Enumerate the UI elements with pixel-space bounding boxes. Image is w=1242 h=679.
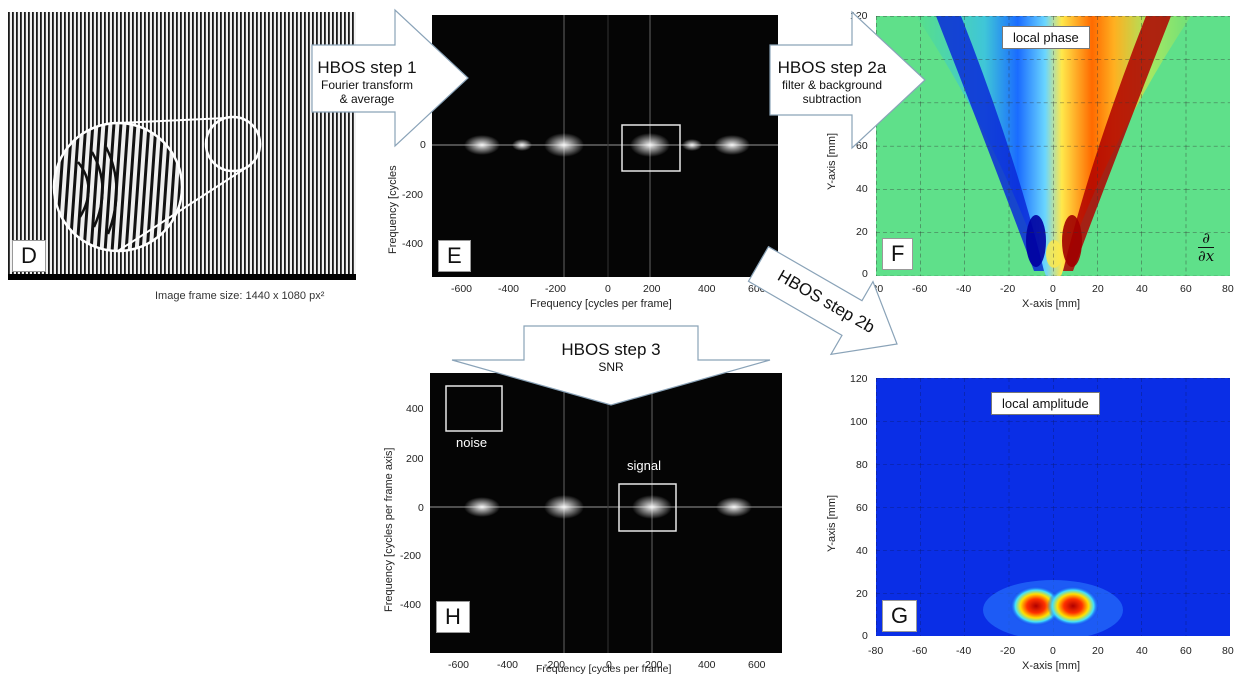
local-amplitude-map [876,378,1230,636]
panel-f-label: F [882,238,914,270]
f-ytick-1: 20 [856,226,868,238]
f-xtick-7: 60 [1180,283,1192,295]
e-xtick-5: 400 [698,283,716,295]
step1-line2: & average [339,92,395,106]
f-xtick-8: 80 [1222,283,1234,295]
e-xtick-1: -400 [498,283,520,295]
e-xtick-0: -600 [451,283,473,295]
h-ytick-2: 0 [418,502,424,514]
h-xtick-5: 400 [698,659,716,671]
f-ytick-3: 60 [856,140,868,152]
g-ytick-2: 40 [856,545,868,557]
panel-h: noise signal H [430,373,782,653]
h-ytick-1: 200 [406,453,424,465]
e-ylabel: Frequency [cycles [387,165,399,254]
f-xtick-1: -60 [912,283,928,295]
g-ylabel: Y-axis [mm] [826,494,838,552]
e-ytick-1: -200 [402,189,424,201]
step1-line1: Fourier transform [320,78,414,92]
panel-d: D [8,12,356,280]
f-ytick-2: 40 [856,183,868,195]
g-xtick-5: 20 [1092,645,1104,657]
g-xtick-4: 0 [1050,645,1056,657]
fourier-spectrum-e [432,15,778,277]
signal-window-e [621,124,681,172]
g-xtick-6: 40 [1136,645,1148,657]
panel-e: E [432,15,778,277]
g-ytick-0: 0 [862,630,868,642]
signal-window-h [618,483,677,532]
derivative-numerator: ∂ [1198,230,1215,248]
h-xtick-2: -200 [544,659,566,671]
e-xtick-4: 200 [643,283,661,295]
raw-fringe-image [8,12,356,280]
frame-size-caption: Image frame size: 1440 x 1080 px² [155,290,325,302]
h-xtick-3: 0 [606,659,612,671]
g-xtick-7: 60 [1180,645,1192,657]
f-xtick-5: 20 [1092,283,1104,295]
local-phase-title: local phase [1002,26,1090,49]
e-xtick-3: 0 [605,283,611,295]
f-xtick-2: -40 [956,283,972,295]
g-xtick-0: -80 [868,645,884,657]
step3-title: HBOS step 3 [561,340,661,359]
e-ytick-2: -400 [402,238,424,250]
step3-text: HBOS step 3 SNR [524,340,698,374]
g-ytick-4: 80 [856,459,868,471]
h-ytick-3: -200 [400,550,422,562]
step2a-title: HBOS step 2a [777,58,887,77]
h-ytick-4: -400 [400,599,422,611]
h-ytick-0: 400 [406,403,424,415]
f-ytick-0: 0 [862,268,868,280]
h-xlabel: Frequency [cycles per frame] [536,663,672,675]
e-xtick-2: -200 [545,283,567,295]
e-ytick-0: 0 [420,139,426,151]
panel-h-label: H [436,601,470,633]
h-ylabel: Frequency [cycles per frame axis] [383,447,395,612]
g-xtick-2: -40 [956,645,972,657]
g-xtick-3: -20 [1000,645,1016,657]
signal-label: signal [627,458,661,473]
panel-d-label: D [12,240,46,272]
step3-line1: SNR [598,360,624,374]
g-ytick-6: 120 [850,373,868,385]
g-ytick-5: 100 [850,416,868,428]
g-ytick-3: 60 [856,502,868,514]
panel-f: local phase F ∂ ∂x [876,16,1230,276]
e-xlabel: Frequency [cycles per frame] [530,298,672,310]
h-xtick-1: -400 [497,659,519,671]
local-amplitude-title: local amplitude [991,392,1100,415]
noise-window [445,385,503,432]
derivative-symbol: ∂ ∂x [1198,230,1215,265]
panel-g: local amplitude G [876,378,1230,636]
derivative-denominator: ∂x [1198,247,1215,265]
h-xtick-0: -600 [448,659,470,671]
h-xtick-6: 600 [748,659,766,671]
step2a-line1: filter & background [781,78,883,92]
g-ytick-1: 20 [856,588,868,600]
local-phase-map [876,16,1230,276]
fourier-spectrum-h [430,373,782,653]
step2a-line2: subtraction [802,92,862,106]
e-xtick-6: 600 [748,283,766,295]
f-xtick-3: -20 [1000,283,1016,295]
step1-text: HBOS step 1 Fourier transform & average [312,58,422,106]
g-xtick-8: 80 [1222,645,1234,657]
panel-g-label: G [882,600,918,632]
f-xtick-0: -80 [868,283,884,295]
f-xtick-4: 0 [1050,283,1056,295]
step2a-text: HBOS step 2a filter & background subtrac… [768,58,896,106]
panel-e-label: E [438,240,471,272]
g-xtick-1: -60 [912,645,928,657]
step1-title: HBOS step 1 [317,58,417,77]
f-ytick-6: 120 [850,10,868,22]
f-xtick-6: 40 [1136,283,1148,295]
f-xlabel: X-axis [mm] [1022,298,1081,310]
h-xtick-4: 200 [645,659,663,671]
noise-label: noise [456,435,488,450]
f-ylabel: Y-axis [mm] [826,132,838,190]
g-xlabel: X-axis [mm] [1022,660,1081,672]
